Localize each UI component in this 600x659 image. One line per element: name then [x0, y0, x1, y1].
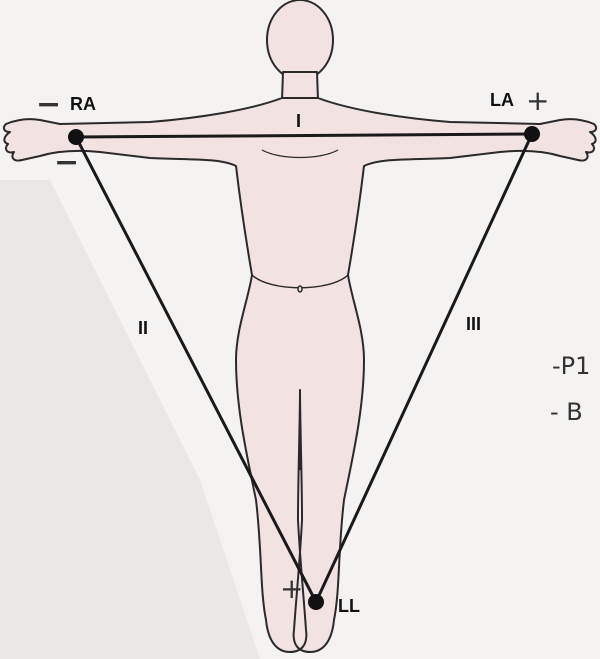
ra-minus-bottom: − [54, 145, 79, 180]
margin-note-1: -P1 [552, 352, 590, 380]
ra-electrode [68, 129, 84, 145]
ra-label: RA [70, 94, 96, 114]
lead-2-label: II [138, 318, 148, 338]
margin-note-2: - B [550, 398, 583, 426]
ll-label: LL [338, 596, 360, 616]
lead-1-label: I [296, 111, 301, 131]
ll-plus: + [280, 572, 303, 605]
head [267, 0, 333, 80]
la-plus: + [526, 84, 549, 117]
la-electrode [524, 126, 540, 142]
lead-3-label: III [466, 314, 481, 334]
ra-minus-top: − [36, 87, 61, 122]
la-label: LA [490, 90, 514, 110]
navel [298, 286, 302, 292]
ll-electrode [308, 594, 324, 610]
neck [282, 72, 318, 100]
